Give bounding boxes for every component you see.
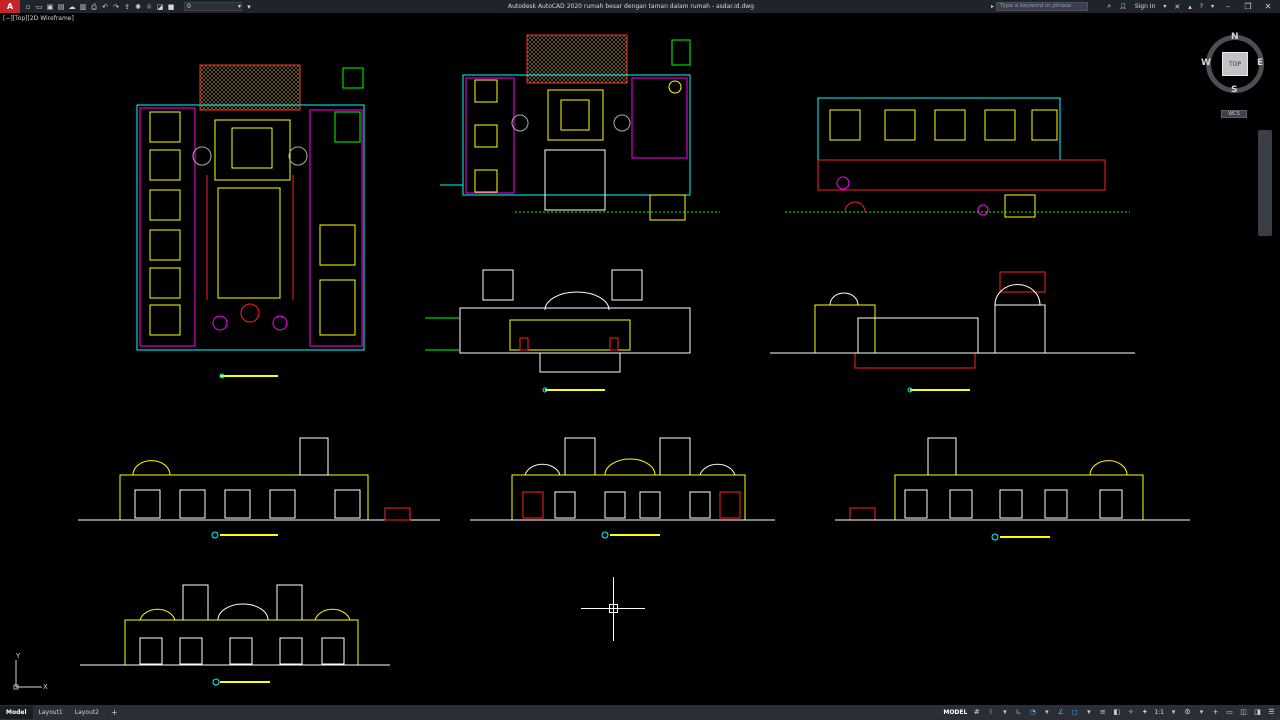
quick-properties-icon[interactable]: ◫ — [1240, 708, 1247, 716]
close-icon[interactable]: ✕ — [1264, 2, 1272, 11]
section-drawing-a — [425, 269, 691, 393]
tab-model[interactable]: Model — [0, 706, 33, 719]
osnap-chevron-icon[interactable]: ▾ — [1087, 708, 1091, 716]
search-expand-icon[interactable]: ▸ — [991, 3, 995, 10]
layer-dropdown[interactable]: 0 ▾ — [184, 2, 242, 11]
elevation-drawing-2 — [470, 437, 775, 539]
restore-icon[interactable]: ❐ — [1244, 2, 1252, 11]
elevation-drawing-3 — [835, 437, 1190, 541]
exchange-apps-icon[interactable]: ✕ — [1174, 2, 1181, 11]
sign-in-button[interactable]: Sign In — [1134, 3, 1156, 10]
cloud-icon[interactable]: ☁ — [68, 2, 76, 11]
add-layout-button[interactable]: + — [110, 708, 118, 717]
save-icon[interactable]: ▣ — [46, 2, 54, 11]
ortho-icon[interactable]: ∟ — [1015, 708, 1022, 716]
redo-icon[interactable]: ↷ — [113, 2, 119, 11]
compass-north-label[interactable]: N — [1231, 32, 1239, 42]
elevation-drawing-4 — [80, 584, 390, 686]
application-menu-button[interactable]: A — [0, 0, 20, 13]
clean-screen-icon[interactable]: ☰ — [1268, 708, 1275, 716]
viewport-controls-label[interactable]: [−][Top][2D Wireframe] — [3, 15, 74, 22]
viewcube-face-top[interactable]: TOP — [1222, 52, 1248, 76]
tab-layout2[interactable]: Layout2 — [74, 709, 99, 716]
window-title: Autodesk AutoCAD 2020 rumah besar dengan… — [508, 3, 754, 10]
crosshair-pickbox — [609, 604, 618, 613]
transparency-icon[interactable]: ◧ — [1113, 708, 1121, 716]
layer-state-icon[interactable]: ◪ — [156, 2, 164, 11]
units-icon[interactable]: ▭ — [1226, 708, 1233, 716]
compass-south-label[interactable]: S — [1231, 85, 1238, 95]
viewcube[interactable]: TOP N S E W — [1201, 32, 1264, 95]
open-folder-icon[interactable]: ▭ — [35, 2, 43, 11]
search-placeholder: Type a keyword or phrase — [1000, 3, 1072, 9]
lightbulb-icon[interactable]: ✺ — [135, 2, 141, 11]
elevation-drawing-1 — [78, 437, 440, 539]
section-drawing-b — [770, 271, 1135, 393]
annotation-scale[interactable]: 1:1 — [1154, 709, 1164, 716]
ucs-x-label: X — [43, 683, 48, 691]
snap-chevron-icon[interactable]: ▾ — [1003, 708, 1007, 716]
navigation-bar[interactable] — [1258, 130, 1272, 236]
share-icon[interactable]: ⇪ — [124, 2, 130, 11]
polar-chevron-icon[interactable]: ▾ — [1045, 708, 1049, 716]
status-bar: Model Layout1 Layout2 + MODEL # ⁞ ▾ ∟ ◔ … — [0, 705, 1280, 720]
object-snap-icon[interactable]: ◻ — [1071, 708, 1078, 716]
help-chevron-icon[interactable]: ▾ — [1210, 3, 1214, 10]
sign-in-chevron-icon[interactable]: ▾ — [1163, 3, 1167, 10]
auto-scale-icon[interactable]: ✦ — [1141, 708, 1148, 716]
overflow-chevron-icon[interactable]: ▾ — [247, 2, 251, 11]
search-input[interactable]: ▸ Type a keyword or phrase — [991, 2, 1088, 11]
color-square-icon[interactable]: ■ — [167, 2, 175, 11]
snap-icon[interactable]: ⁞ — [989, 708, 992, 716]
wcs-menu[interactable]: WCS — [1221, 110, 1247, 118]
floor-plan-annex — [785, 97, 1130, 218]
stay-connected-icon[interactable]: ▴ — [1188, 2, 1192, 11]
user-icon[interactable]: 👤︎ — [1119, 3, 1127, 10]
undo-icon[interactable]: ↶ — [102, 2, 108, 11]
workspace-chevron-icon[interactable]: ▾ — [1199, 708, 1204, 716]
app-logo-letter: A — [6, 2, 14, 11]
compass-west-label[interactable]: W — [1201, 58, 1211, 68]
sun-icon[interactable]: ☼ — [145, 2, 153, 11]
polar-tracking-icon[interactable]: ◔ — [1029, 708, 1036, 716]
lineweight-icon[interactable]: ≡ — [1099, 708, 1106, 716]
compass-ring[interactable] — [1206, 35, 1264, 93]
compass-east-label[interactable]: E — [1257, 58, 1264, 68]
annotation-monitor-icon[interactable]: + — [1212, 708, 1219, 716]
model-space-toggle[interactable]: MODEL — [943, 709, 968, 716]
titlebar-right: ⌕ 👤︎ Sign In ▾ ✕ ▴ ? ▾ – ❐ ✕ — [1107, 0, 1274, 13]
floor-plan-ground — [136, 64, 365, 379]
floor-plan-upper — [440, 34, 720, 221]
web-mobile-icon[interactable]: ▥ — [79, 2, 87, 11]
object-snap-tracking-icon[interactable]: ∠ — [1057, 708, 1064, 716]
status-tools: MODEL # ⁞ ▾ ∟ ◔ ▾ ∠ ◻ ▾ ≡ ◧ ✧ ✦ 1:1 ▾ ⚙ … — [943, 705, 1276, 720]
tab-layout1[interactable]: Layout1 — [38, 709, 63, 716]
crosshair-horizontal — [581, 608, 645, 609]
minimize-icon[interactable]: – — [1226, 2, 1230, 11]
layer-dropdown-value: 0 — [187, 3, 191, 10]
workspace-gear-icon[interactable]: ⚙ — [1184, 708, 1191, 716]
scale-chevron-icon[interactable]: ▾ — [1171, 708, 1176, 716]
grid-icon[interactable]: # — [973, 708, 980, 716]
help-button[interactable]: ? — [1199, 3, 1203, 10]
title-bar: A ▫ ▭ ▣ ▤ ☁ ▥ ⎙ ↶ ↷ ⇪ ✺ ☼ ◪ ■ 0 ▾ ▾ Auto… — [0, 0, 1280, 13]
drawing-canvas[interactable] — [0, 13, 1280, 705]
annotation-visibility-icon[interactable]: ✧ — [1127, 708, 1134, 716]
new-file-icon[interactable]: ▫ — [25, 2, 31, 11]
crosshair-vertical — [613, 577, 614, 641]
ucs-y-label: Y — [15, 652, 21, 660]
chevron-down-icon: ▾ — [237, 3, 241, 10]
quick-access-toolbar: ▫ ▭ ▣ ▤ ☁ ▥ ⎙ ↶ ↷ ⇪ ✺ ☼ ◪ ■ 0 ▾ ▾ — [20, 2, 253, 11]
print-icon[interactable]: ⎙ — [91, 2, 97, 11]
isolate-objects-icon[interactable]: ◨ — [1254, 708, 1261, 716]
save-as-icon[interactable]: ▤ — [57, 2, 65, 11]
ucs-icon: Y X — [13, 652, 48, 691]
search-icon[interactable]: ⌕ — [1107, 2, 1112, 10]
